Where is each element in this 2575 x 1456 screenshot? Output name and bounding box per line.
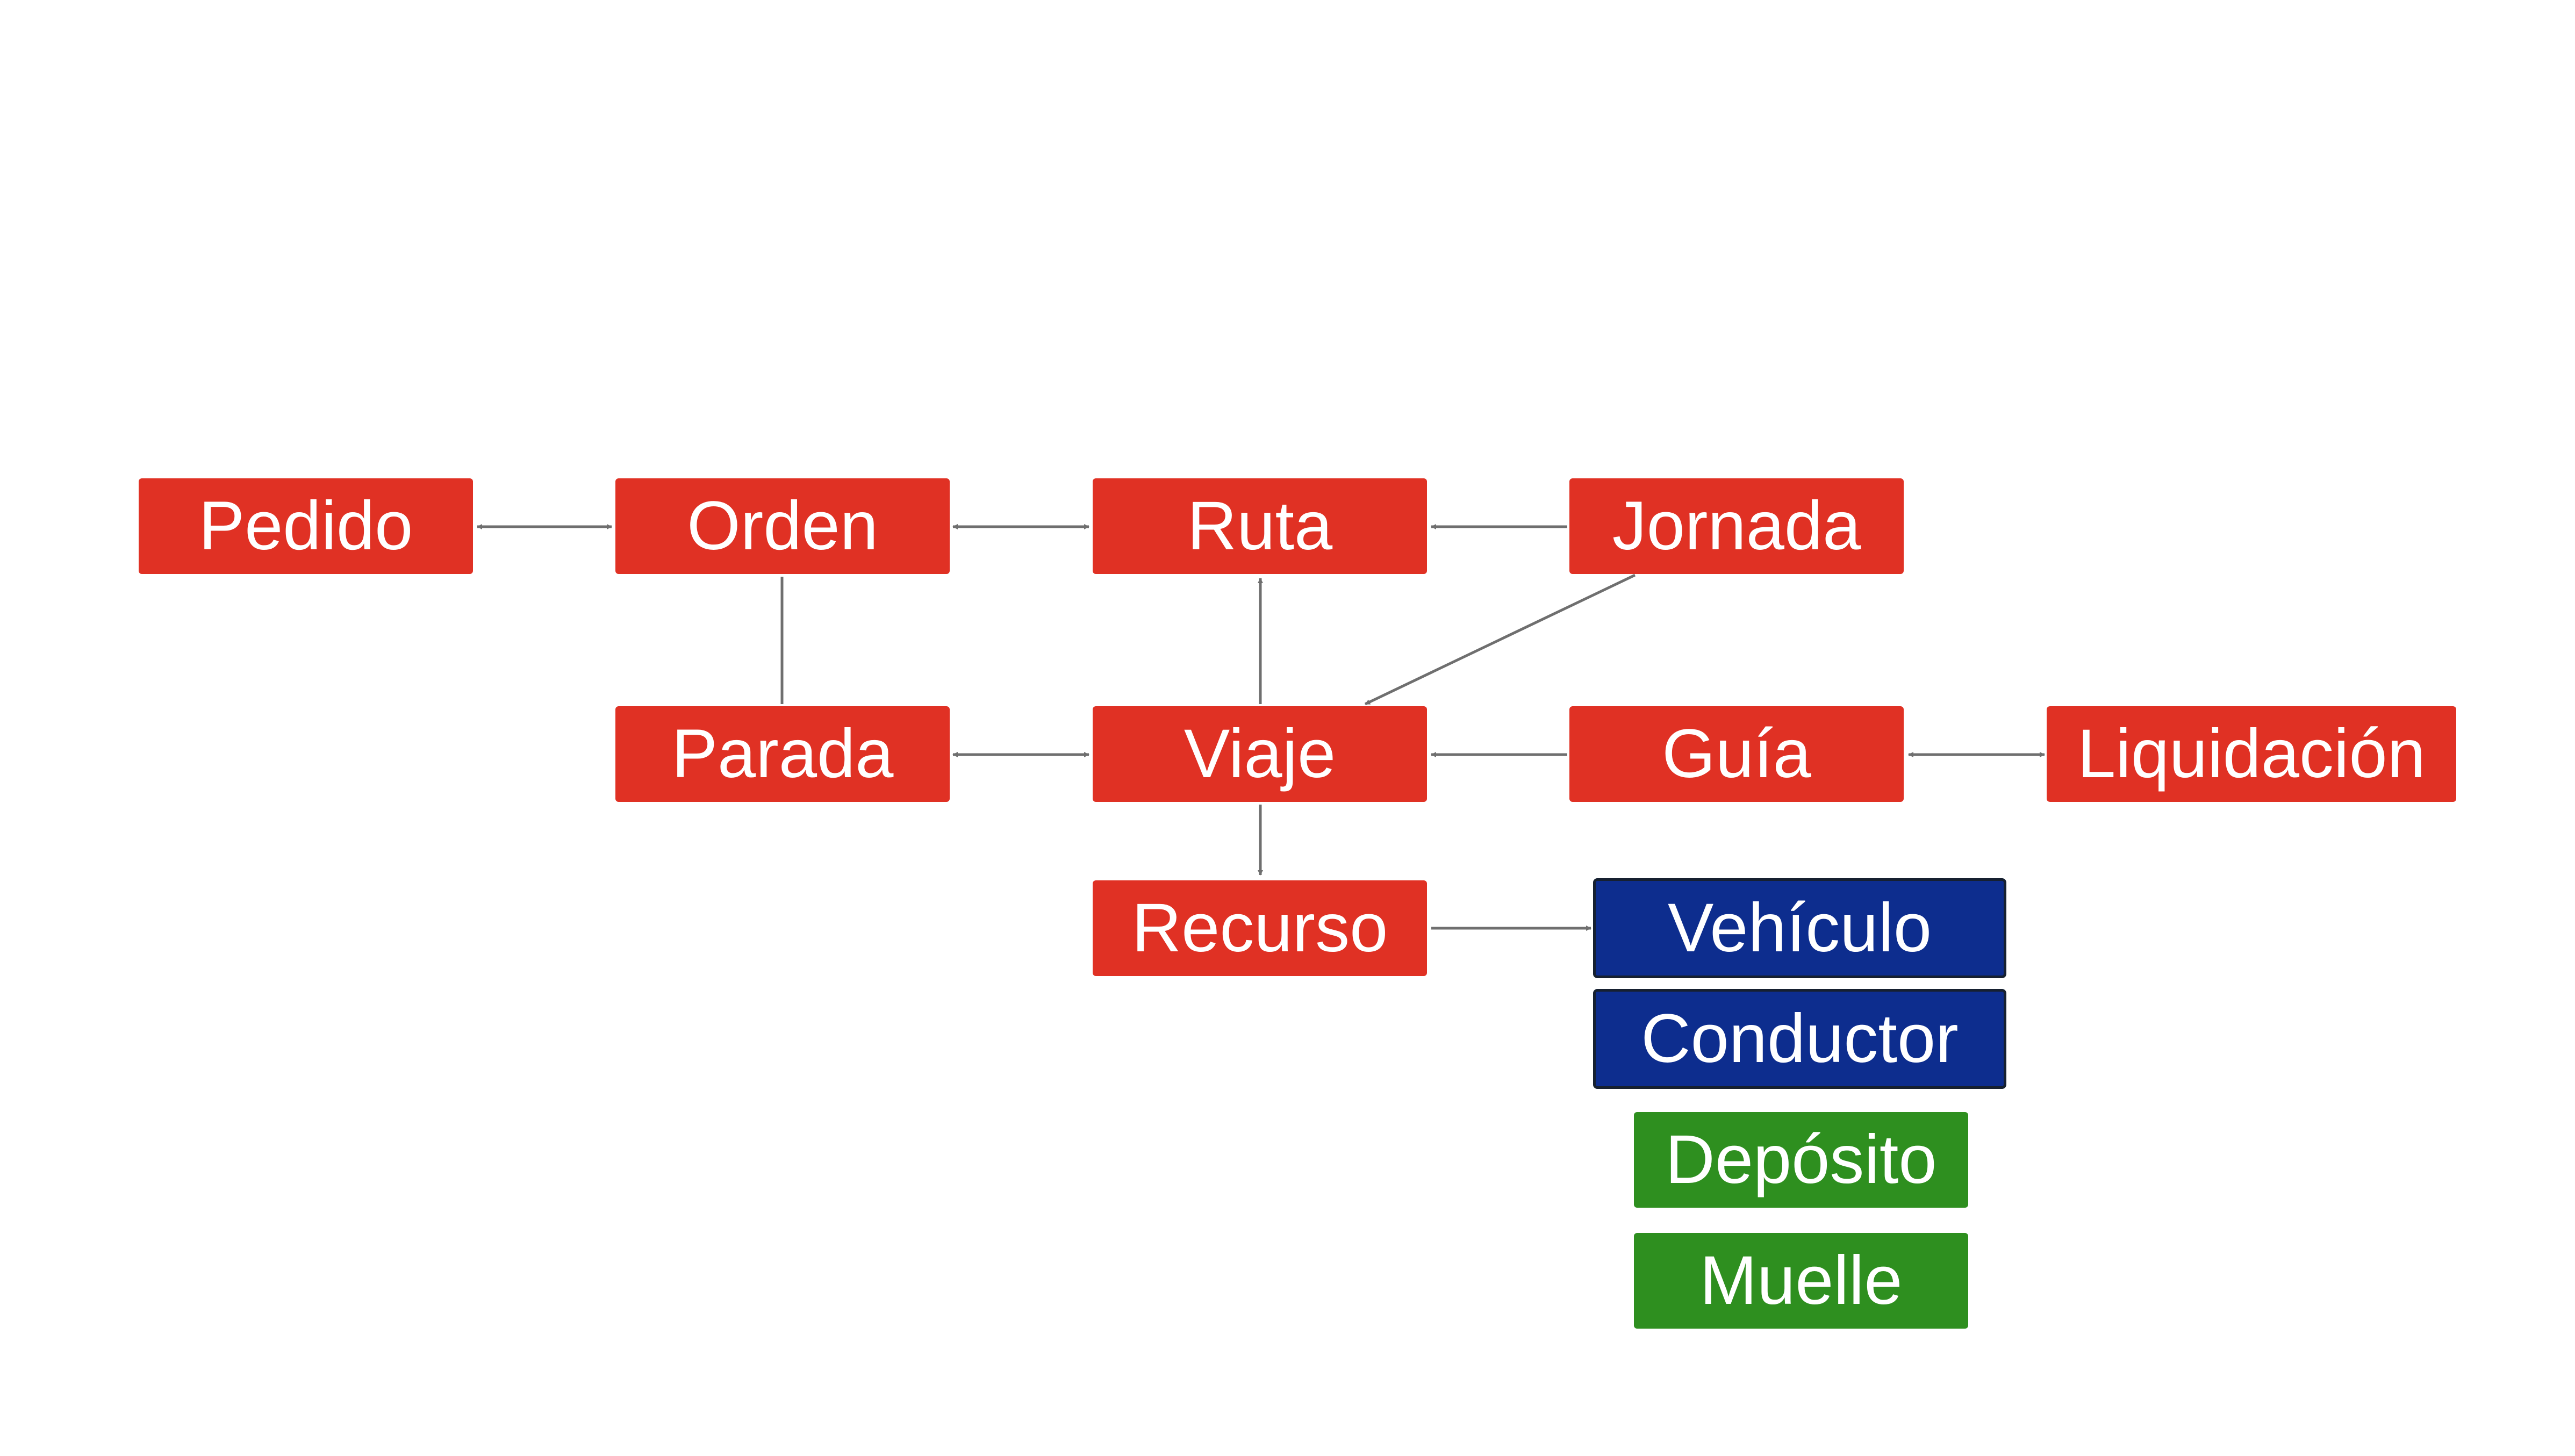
edge-jornada-viaje	[1364, 573, 1636, 706]
node-jornada: Jornada	[1569, 478, 1904, 574]
node-deposito: Depósito	[1634, 1112, 1968, 1208]
node-parada: Parada	[615, 706, 950, 802]
node-conductor: Conductor	[1593, 989, 2006, 1089]
node-muelle: Muelle	[1634, 1233, 1968, 1329]
node-viaje: Viaje	[1093, 706, 1427, 802]
node-ruta: Ruta	[1093, 478, 1427, 574]
node-guia: Guía	[1569, 706, 1904, 802]
node-liquidacion: Liquidación	[2047, 706, 2456, 802]
node-recurso: Recurso	[1093, 880, 1427, 976]
node-orden: Orden	[615, 478, 950, 574]
node-pedido: Pedido	[139, 478, 473, 574]
node-vehiculo: Vehículo	[1593, 878, 2006, 978]
